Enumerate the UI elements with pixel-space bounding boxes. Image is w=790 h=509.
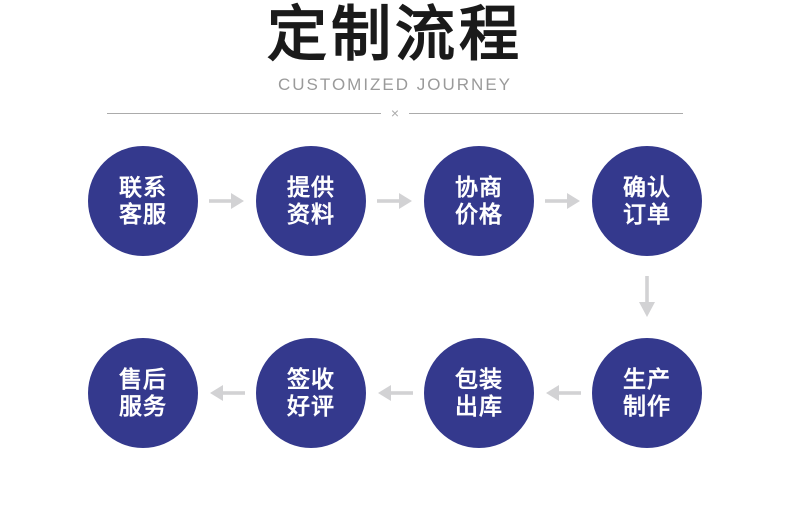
arrow-left-icon: [377, 384, 413, 402]
step-label-line2: 订单: [623, 201, 671, 227]
page-subtitle: CUSTOMIZED JOURNEY: [277, 75, 513, 94]
step-label-line1: 联系: [119, 174, 167, 200]
step-label-line1: 签收: [287, 366, 335, 392]
flow-step-pack-and-ship: 包装 出库: [424, 338, 534, 448]
step-label-line2: 好评: [287, 393, 335, 419]
step-label-line1: 售后: [119, 366, 167, 392]
step-label-line1: 包装: [455, 366, 503, 392]
flow-step-sign-and-review: 签收 好评: [256, 338, 366, 448]
flow-step-provide-materials: 提供 资料: [256, 146, 366, 256]
step-label-line1: 生产: [623, 366, 671, 392]
step-label-line2: 制作: [623, 393, 671, 419]
page-title: 定制流程: [267, 1, 523, 68]
process-flow: 联系 客服 提供 资料 协商 价格 确认 订单: [88, 146, 702, 448]
arrow-left-icon: [545, 384, 581, 402]
flow-step-contact-service: 联系 客服: [88, 146, 198, 256]
step-label-line1: 提供: [287, 174, 335, 200]
x-divider-icon: ×: [390, 105, 400, 121]
step-label-line2: 价格: [455, 201, 503, 227]
step-label-line2: 资料: [287, 201, 335, 227]
flow-step-negotiate-price: 协商 价格: [424, 146, 534, 256]
divider-line-left: [107, 112, 381, 114]
flow-step-confirm-order: 确认 订单: [592, 146, 702, 256]
arrow-right-icon: [377, 192, 413, 210]
flow-step-production: 生产 制作: [592, 338, 702, 448]
step-label-line2: 客服: [119, 201, 167, 227]
flow-row-1: 联系 客服 提供 资料 协商 价格 确认 订单: [88, 146, 702, 256]
step-label-line1: 确认: [623, 174, 671, 200]
arrow-down-icon: [592, 276, 702, 318]
flow-row-2: 售后 服务 签收 好评 包装 出库 生产 制作: [88, 338, 702, 448]
arrow-right-icon: [545, 192, 581, 210]
divider-line-right: [409, 112, 683, 114]
step-label-line2: 出库: [455, 393, 503, 419]
arrow-right-icon: [209, 192, 245, 210]
flow-step-after-sales-service: 售后 服务: [88, 338, 198, 448]
step-label-line2: 服务: [119, 393, 167, 419]
page-header: 定制流程 CUSTOMIZED JOURNEY ×: [0, 0, 790, 122]
step-label-line1: 协商: [455, 174, 503, 200]
title-divider: ×: [107, 104, 683, 122]
arrow-left-icon: [209, 384, 245, 402]
row-connector: [88, 256, 702, 338]
